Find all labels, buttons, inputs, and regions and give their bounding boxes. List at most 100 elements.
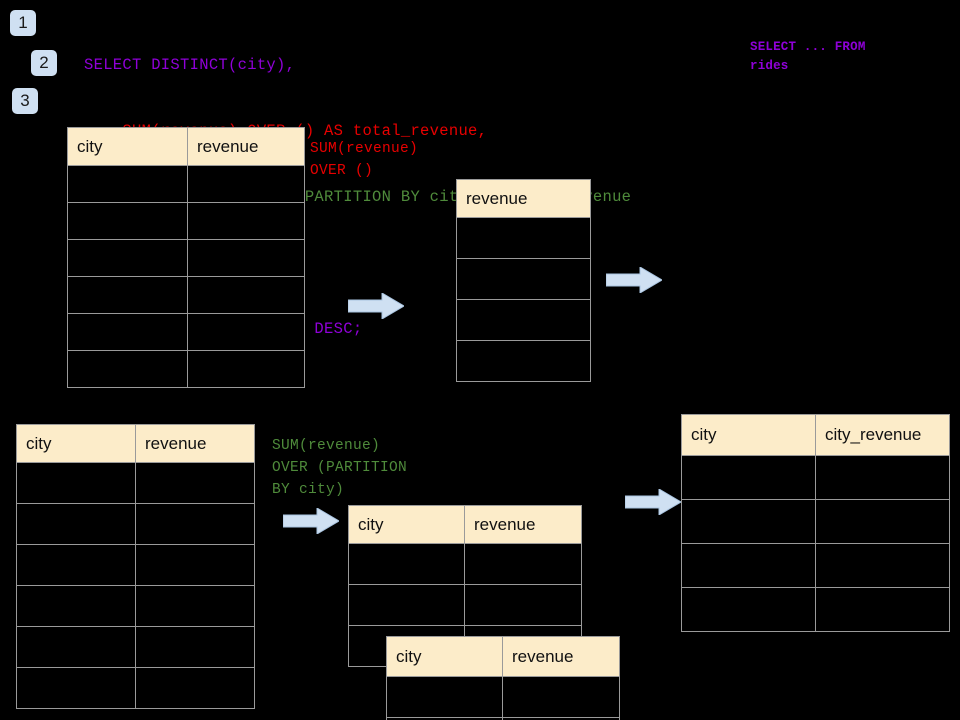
step-badge-2: 2 bbox=[31, 50, 57, 76]
table-cell bbox=[16, 462, 136, 504]
table-cell bbox=[16, 585, 136, 627]
column-header: city bbox=[16, 424, 136, 463]
table-row bbox=[16, 667, 255, 709]
table-row bbox=[456, 340, 591, 382]
table-row bbox=[681, 455, 950, 500]
column-header: city_revenue bbox=[815, 414, 950, 456]
column-header: city bbox=[348, 505, 465, 544]
table-cell bbox=[67, 276, 188, 314]
annotation-sum-over-partition: SUM(revenue) OVER (PARTITION BY city) bbox=[272, 438, 408, 498]
table-cell bbox=[815, 455, 950, 500]
table-row bbox=[67, 165, 305, 203]
table-cell bbox=[456, 217, 591, 259]
table-cell bbox=[464, 584, 582, 626]
column-header: revenue bbox=[502, 636, 620, 677]
table-cell bbox=[386, 676, 503, 718]
table-cell bbox=[187, 350, 305, 388]
table-cell bbox=[456, 340, 591, 382]
table-cell bbox=[135, 503, 255, 545]
column-header: city bbox=[67, 127, 188, 166]
column-header: revenue bbox=[187, 127, 305, 166]
table-row bbox=[67, 313, 305, 351]
column-header: revenue bbox=[135, 424, 255, 463]
table-cell bbox=[456, 299, 591, 341]
table-cell bbox=[502, 717, 620, 720]
column-header: city bbox=[681, 414, 816, 456]
table-row bbox=[16, 544, 255, 586]
table-cell bbox=[187, 313, 305, 351]
table-cell bbox=[681, 543, 816, 588]
table-row bbox=[681, 543, 950, 588]
table-cell bbox=[815, 587, 950, 632]
table-cell bbox=[681, 499, 816, 544]
table-cell bbox=[681, 455, 816, 500]
table-cell bbox=[348, 543, 465, 585]
sql-line-select: SELECT DISTINCT(city), bbox=[84, 56, 296, 74]
arrow-partition-to-final-icon bbox=[625, 489, 681, 515]
table-cell bbox=[67, 239, 188, 277]
table-cell bbox=[464, 543, 582, 585]
table-row bbox=[456, 258, 591, 300]
table-total-revenue: revenue bbox=[456, 179, 591, 382]
table-cell bbox=[456, 258, 591, 300]
table-row bbox=[386, 717, 620, 720]
table-cell bbox=[135, 462, 255, 504]
table-row bbox=[67, 202, 305, 240]
table-cell bbox=[187, 202, 305, 240]
table-row bbox=[67, 276, 305, 314]
table-cell bbox=[16, 544, 136, 586]
table-row bbox=[456, 217, 591, 259]
table-cell bbox=[16, 626, 136, 668]
column-header: revenue bbox=[456, 179, 591, 218]
table-cell bbox=[135, 667, 255, 709]
table-row bbox=[348, 543, 582, 585]
table-cell bbox=[67, 313, 188, 351]
annotation-sum-over-empty: SUM(revenue) OVER () bbox=[310, 141, 419, 179]
table-cell bbox=[815, 543, 950, 588]
table-cell bbox=[187, 239, 305, 277]
table-row bbox=[348, 584, 582, 626]
table-header-row: revenue bbox=[456, 179, 591, 218]
table-cell bbox=[135, 585, 255, 627]
table-cell bbox=[16, 667, 136, 709]
table-row bbox=[681, 587, 950, 632]
column-header: revenue bbox=[464, 505, 582, 544]
table-cell bbox=[67, 350, 188, 388]
table-cell bbox=[135, 626, 255, 668]
table-cell bbox=[16, 503, 136, 545]
step-badge-3: 3 bbox=[12, 88, 38, 114]
table-cell bbox=[348, 584, 465, 626]
arrow-source-to-total-icon bbox=[348, 293, 404, 319]
step-badge-1: 1 bbox=[10, 10, 36, 36]
table-cell bbox=[815, 499, 950, 544]
arrow-source-to-partition-icon bbox=[283, 508, 339, 534]
table-row bbox=[386, 676, 620, 718]
table-row bbox=[67, 350, 305, 388]
table-row bbox=[681, 499, 950, 544]
column-header: city bbox=[386, 636, 503, 677]
table-row bbox=[16, 626, 255, 668]
arrow-total-to-final-icon bbox=[606, 267, 662, 293]
table-row bbox=[16, 585, 255, 627]
table-cell bbox=[67, 165, 188, 203]
table-cell bbox=[67, 202, 188, 240]
table-row bbox=[67, 239, 305, 277]
table-cell bbox=[135, 544, 255, 586]
table-row bbox=[16, 462, 255, 504]
table-row bbox=[456, 299, 591, 341]
table-row bbox=[16, 503, 255, 545]
annotation-select-from-rides: SELECT ... FROM rides bbox=[750, 40, 866, 73]
table-cell bbox=[681, 587, 816, 632]
table-cell bbox=[502, 676, 620, 718]
table-cell bbox=[187, 165, 305, 203]
